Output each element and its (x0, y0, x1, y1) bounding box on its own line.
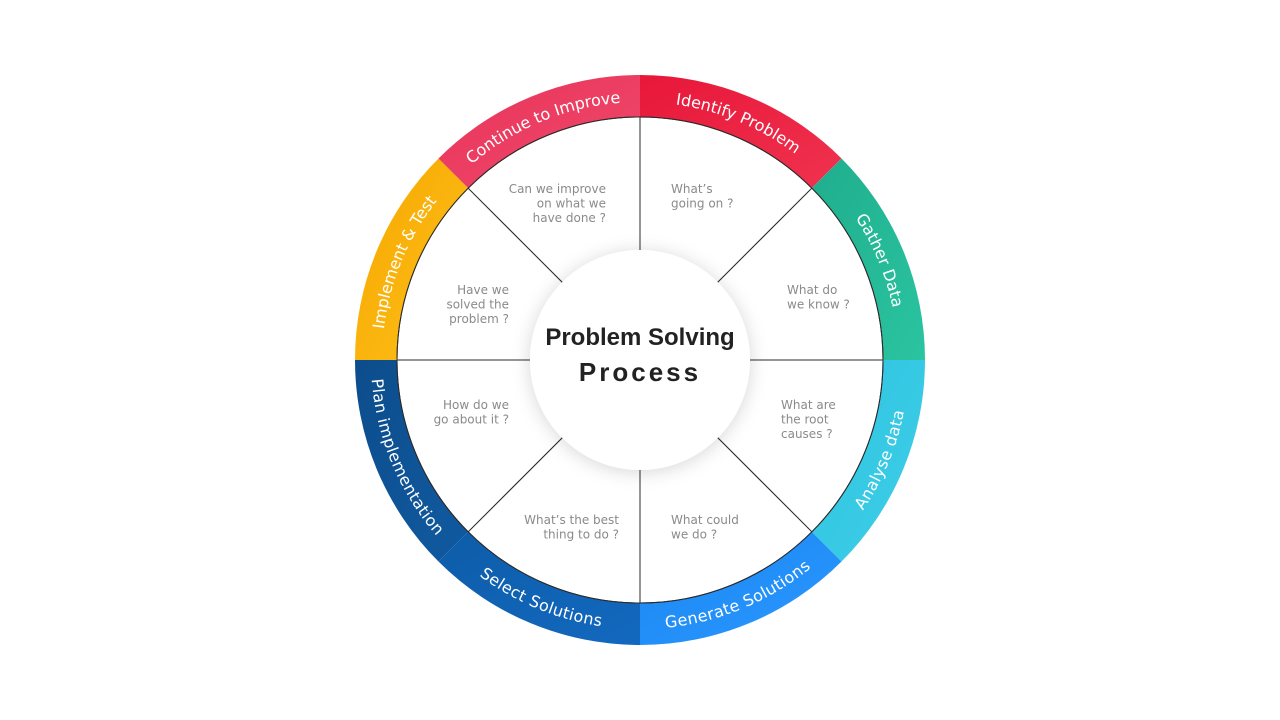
ring-segment-gather (811, 158, 925, 360)
ring-segment-analyse (811, 360, 925, 562)
inner-border (396, 116, 884, 604)
ring-segment-implement (355, 158, 469, 360)
ring-segment-select (438, 531, 640, 645)
ring-segment-plan (355, 360, 469, 562)
center-title: Problem Solving Process (530, 322, 750, 390)
outer-ring (355, 75, 925, 645)
title-line-2: Process (578, 357, 702, 387)
ring-segment-continue (438, 75, 640, 189)
ring-segment-generate (640, 531, 842, 645)
ring-segment-identify (640, 75, 842, 189)
center-circle (530, 250, 750, 470)
center-disc (530, 250, 750, 470)
title-line-1: Problem Solving (545, 324, 735, 351)
